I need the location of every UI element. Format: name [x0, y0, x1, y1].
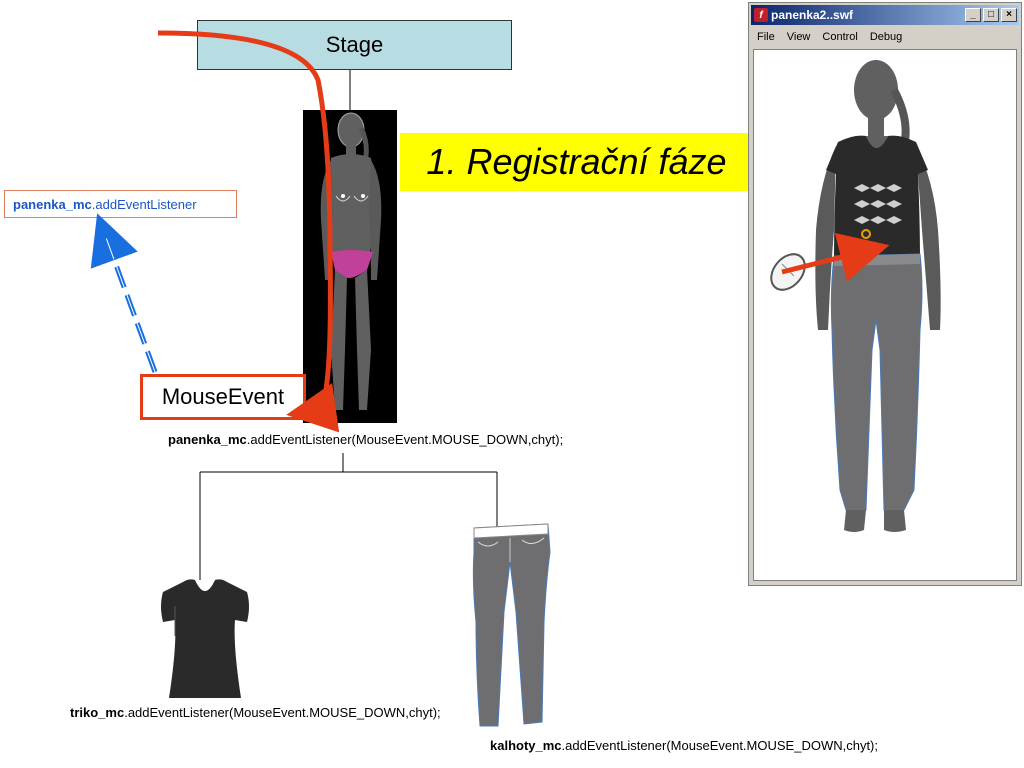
swf-title-bar[interactable]: f panenka2..swf _ □ ×: [751, 5, 1019, 25]
minimize-button[interactable]: _: [965, 8, 981, 22]
shirt-image: [161, 579, 249, 698]
registration-phase-label: 1. Registrační fáze: [400, 133, 753, 191]
mouse-event-label: MouseEvent: [161, 384, 285, 409]
stage-label: Stage: [325, 32, 384, 57]
click-arrow: [781, 233, 890, 282]
panenka-caption-call: .addEventListener(MouseEvent.MOUSE_DOWN,…: [246, 432, 564, 447]
flash-player-icon: f: [754, 8, 768, 22]
menu-file[interactable]: File: [757, 31, 775, 43]
stage-node: Stage: [197, 20, 512, 70]
panenka-caption-object: panenka_mc: [168, 432, 247, 447]
swf-menu-bar: File View Control Debug: [751, 27, 1019, 47]
shirt-pattern: [854, 184, 902, 224]
triko-caption-object: triko_mc: [70, 705, 125, 720]
menu-debug[interactable]: Debug: [869, 31, 903, 43]
jeans-image: [472, 523, 551, 727]
kalhoty-caption-call: .addEventListener(MouseEvent.MOUSE_DOWN,…: [561, 738, 878, 753]
swf-stage-canvas[interactable]: [753, 49, 1017, 581]
swf-player-window: f panenka2..swf _ □ × File View Control …: [748, 2, 1022, 586]
triko-caption-call: .addEventListener(MouseEvent.MOUSE_DOWN,…: [124, 705, 441, 720]
panenka-caption: panenka_mc.addEventListener(MouseEvent.M…: [168, 432, 563, 447]
kalhoty-caption: kalhoty_mc.addEventListener(MouseEvent.M…: [490, 738, 878, 753]
triko-caption: triko_mc.addEventListener(MouseEvent.MOU…: [70, 705, 441, 720]
capture-arrow: [157, 30, 340, 433]
kalhoty-caption-object: kalhoty_mc: [490, 738, 562, 753]
maximize-button[interactable]: □: [983, 8, 999, 22]
mouse-event-node: MouseEvent: [140, 374, 306, 420]
dressed-doll-figure[interactable]: [754, 50, 1018, 582]
menu-control[interactable]: Control: [822, 31, 858, 43]
listener-object: panenka_mc: [13, 196, 92, 212]
registration-phase-text: 1. Registrační fáze: [426, 141, 727, 182]
close-button[interactable]: ×: [1001, 8, 1017, 22]
swf-window-title: panenka2..swf: [771, 8, 854, 22]
listener-method: .addEventListener: [91, 196, 197, 212]
menu-view[interactable]: View: [786, 31, 811, 43]
